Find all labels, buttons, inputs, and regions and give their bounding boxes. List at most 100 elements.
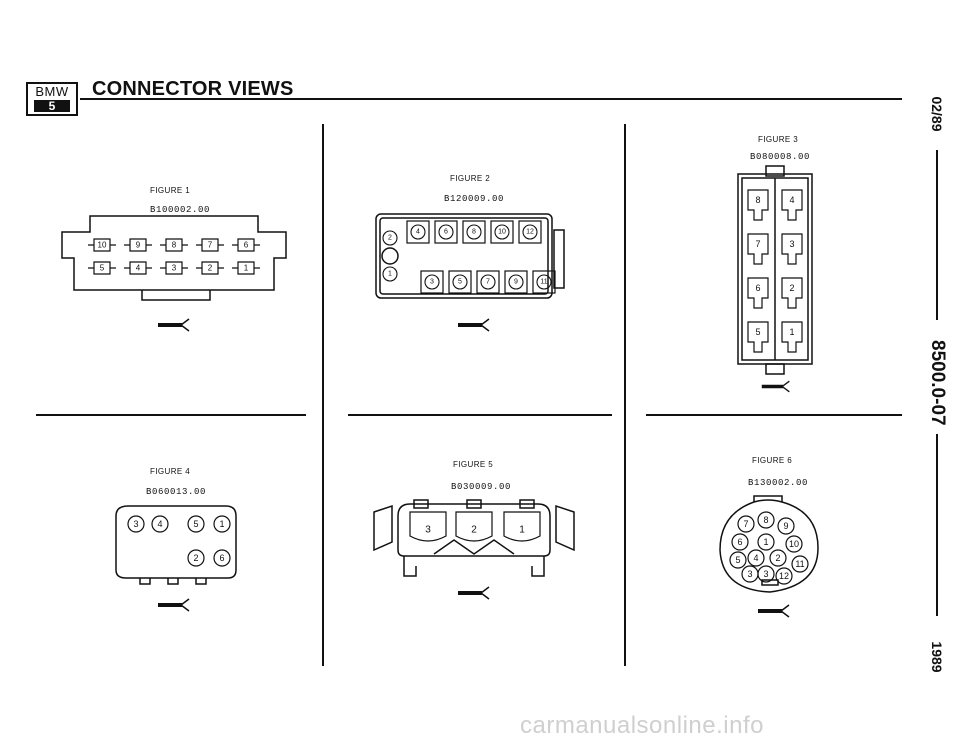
pin-outline xyxy=(769,549,787,567)
pin-number: 2 xyxy=(789,283,794,293)
pin: 2 xyxy=(769,549,787,567)
pin-cavity xyxy=(490,220,514,244)
pin: 6 xyxy=(232,238,260,252)
pin: 6 xyxy=(213,549,231,567)
pin-number: 2 xyxy=(208,264,213,273)
pin: 5 xyxy=(88,261,116,275)
pin-outline xyxy=(536,274,552,290)
pin-cavity xyxy=(781,277,803,309)
pin-cavity xyxy=(747,233,769,265)
pin-blade xyxy=(124,238,152,252)
pin: 9 xyxy=(124,238,152,252)
pin: 2 xyxy=(455,511,493,542)
pin-number: 4 xyxy=(789,195,794,205)
pin-number: 8 xyxy=(172,241,177,250)
pin-number: 5 xyxy=(755,327,760,337)
pin-cavity xyxy=(503,511,541,542)
pin-outline xyxy=(151,515,169,533)
pin-blade xyxy=(88,238,116,252)
pin: 8 xyxy=(462,220,486,244)
pin-outline xyxy=(494,224,510,240)
pin-outline xyxy=(737,515,755,533)
pin-blade xyxy=(88,261,116,275)
pin: 5 xyxy=(187,515,205,533)
pin-outline xyxy=(791,555,809,573)
pin-number: 10 xyxy=(98,241,107,250)
pin-number: 9 xyxy=(136,241,141,250)
pin: 7 xyxy=(737,515,755,533)
pin-outline xyxy=(757,511,775,529)
pin-outline xyxy=(410,224,426,240)
pin-number: 7 xyxy=(486,279,490,286)
pin: 3 xyxy=(781,233,803,265)
pin-outline xyxy=(731,533,749,551)
pin: 11 xyxy=(532,270,556,294)
pin-number: 1 xyxy=(219,519,224,529)
figure-4-viewing-arrow-icon xyxy=(158,598,190,612)
figure-6-label: FIGURE 6 xyxy=(752,456,793,465)
pin: 2 xyxy=(187,549,205,567)
pin-number: 4 xyxy=(157,519,162,529)
pin-cavity xyxy=(518,220,542,244)
logo-series-text: 5 xyxy=(34,100,70,112)
figure-2-code: B120009.00 xyxy=(444,194,505,204)
pin-number: 6 xyxy=(244,241,249,250)
pin-number: 3 xyxy=(763,569,768,579)
pin-blade xyxy=(160,261,188,275)
figure-1-label: FIGURE 1 xyxy=(150,186,191,195)
pin-cavity xyxy=(406,220,430,244)
pin: 4 xyxy=(124,261,152,275)
pin-number: 4 xyxy=(753,553,758,563)
figure-3-viewing-arrow-icon xyxy=(761,380,790,393)
margin-date: 02/89 xyxy=(929,96,945,132)
pin: 10 xyxy=(88,238,116,252)
pin-cavity xyxy=(504,270,528,294)
pin: 4 xyxy=(406,220,430,244)
pin-number: 5 xyxy=(735,555,740,565)
pin: 1 xyxy=(781,321,803,353)
pin-outline xyxy=(775,567,793,585)
pin: 3 xyxy=(757,565,775,583)
pin-number: 2 xyxy=(471,525,477,536)
pin-cavity xyxy=(434,220,458,244)
pin-number: 9 xyxy=(783,521,788,531)
pin-number: 11 xyxy=(540,279,547,286)
pin-cavity xyxy=(420,270,444,294)
pin-blade xyxy=(196,261,224,275)
column-divider-right xyxy=(624,124,626,666)
pin-number: 9 xyxy=(514,279,518,286)
pin-cavity xyxy=(747,277,769,309)
pin-outline xyxy=(452,274,468,290)
pin: 10 xyxy=(785,535,803,553)
pin: 6 xyxy=(434,220,458,244)
figure-2-label: FIGURE 2 xyxy=(450,174,491,183)
pin: 4 xyxy=(151,515,169,533)
pin: 4 xyxy=(781,189,803,221)
pin: 10 xyxy=(490,220,514,244)
pin-cavity xyxy=(455,511,493,542)
margin-doc-number: 8500.0-07 xyxy=(927,340,948,426)
pin: 7 xyxy=(196,238,224,252)
pin: 3 xyxy=(741,565,759,583)
pin: 5 xyxy=(729,551,747,569)
figure-1-top-pins: 10 9 8 7 6 xyxy=(88,238,260,252)
pin-cavity xyxy=(532,270,556,294)
pin: 6 xyxy=(731,533,749,551)
pin-number: 10 xyxy=(789,539,799,549)
row-divider-col2 xyxy=(348,414,612,416)
pin-outline xyxy=(382,230,398,246)
pin: 3 xyxy=(420,270,444,294)
pin-blade xyxy=(232,261,260,275)
pin: 1 xyxy=(757,533,775,551)
pin-number: 8 xyxy=(755,195,760,205)
pin-cavity xyxy=(781,233,803,265)
row-divider-col1 xyxy=(36,414,306,416)
pin-number: 4 xyxy=(416,229,420,236)
figure-5-label: FIGURE 5 xyxy=(453,460,494,469)
pin: 2 xyxy=(781,277,803,309)
